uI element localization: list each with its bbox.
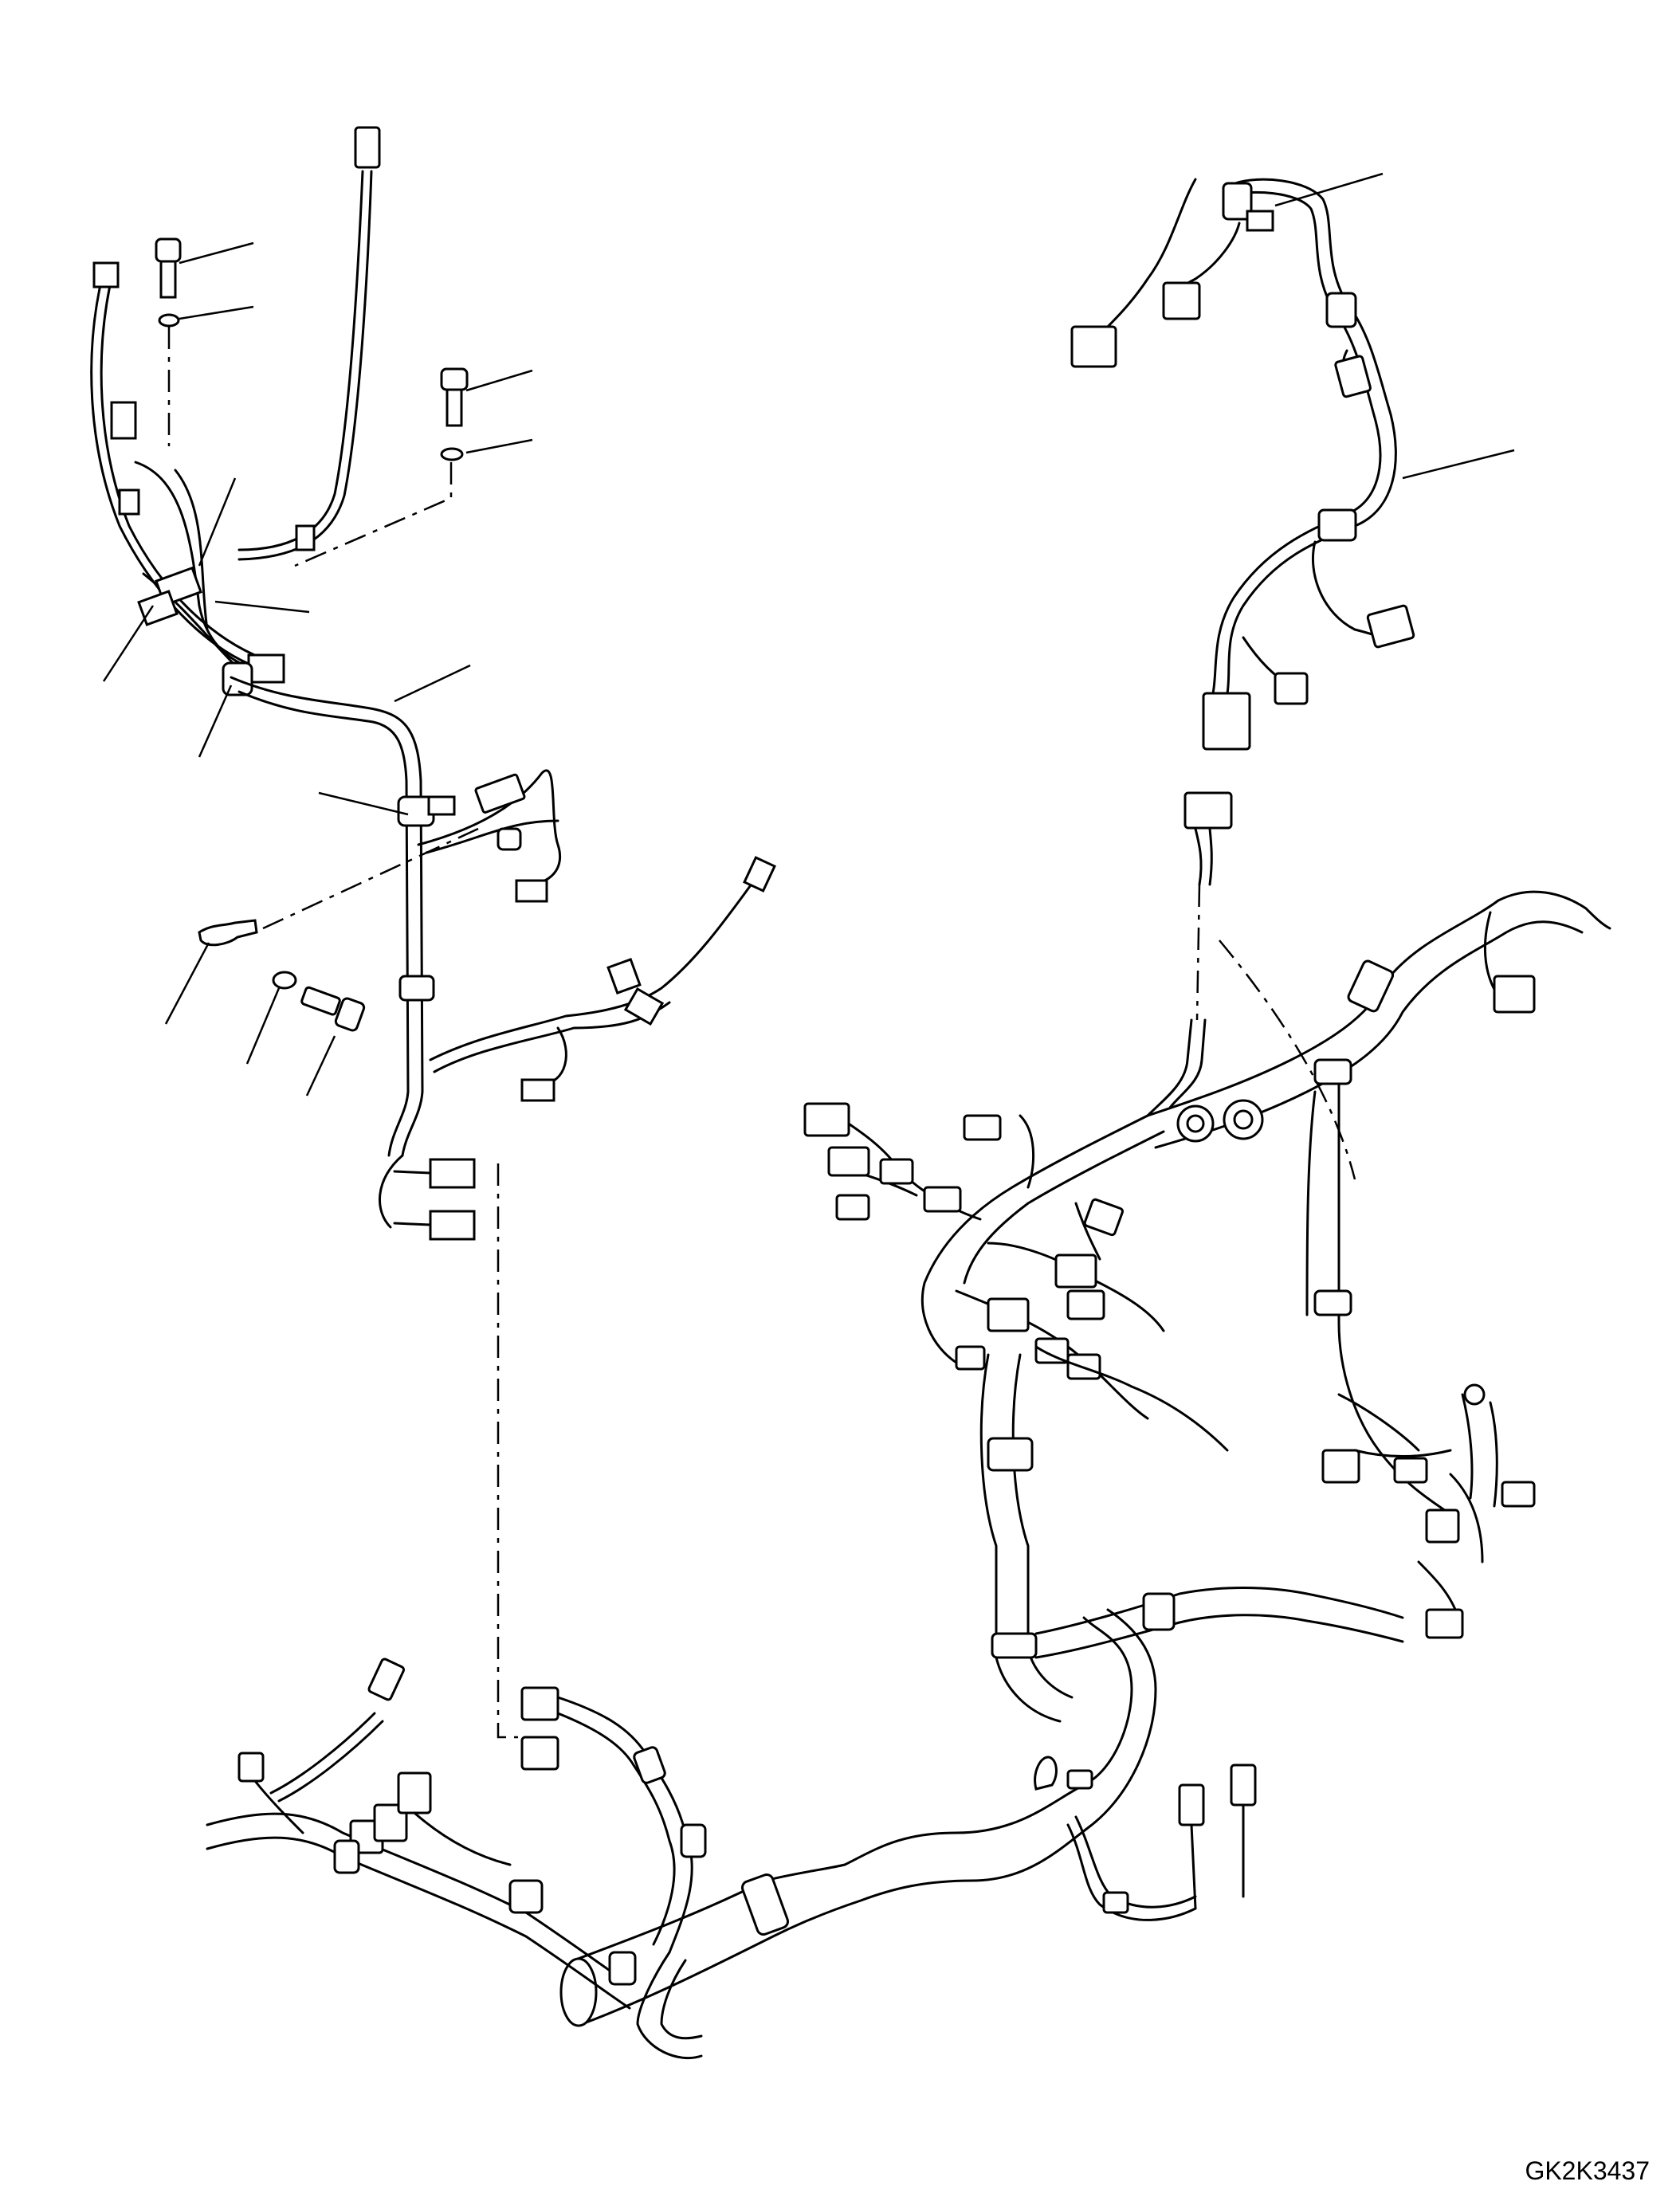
- lower-mid-band: [1142, 1592, 1176, 1631]
- trunk-tab: [427, 795, 456, 816]
- drawing-code: GK2K3437: [1525, 2156, 1650, 2185]
- mid-connector-b: [1066, 1289, 1105, 1320]
- branch-connector-b: [515, 879, 548, 903]
- lr-band-a: [1313, 1058, 1352, 1085]
- right-connector-a: [1070, 325, 1117, 368]
- stack-connector-c: [397, 1771, 432, 1814]
- bottom-left-lead-connector: [367, 1658, 406, 1701]
- cluster-connector-e: [963, 1114, 1002, 1141]
- cluster-connector-b: [827, 1146, 870, 1177]
- bolt-icon: [155, 237, 182, 263]
- fastener-set-a: [155, 237, 469, 567]
- pipe-band-b: [1066, 1769, 1093, 1790]
- cluster-connector-d: [879, 1158, 914, 1185]
- mating-line-left: [497, 1163, 518, 1739]
- lower-branch-end-connector: [743, 856, 776, 893]
- lower-right-harness: [803, 890, 1611, 1723]
- bottom-connector-a: [429, 1158, 476, 1189]
- leader-lines-left: [102, 241, 533, 1097]
- stack-band: [333, 1839, 360, 1874]
- ring-terminal-c: [1463, 1383, 1486, 1406]
- clamp-b: [137, 590, 179, 626]
- drop-clip: [1102, 1891, 1129, 1914]
- washer-icon: [158, 313, 180, 328]
- right-connector-c: [1334, 355, 1372, 398]
- cluster-connector-a: [803, 1102, 850, 1137]
- right-sub-connector-a: [1321, 1449, 1360, 1484]
- trunk-band-b: [398, 975, 435, 1002]
- mid-connector-c: [987, 1297, 1030, 1332]
- bottom-mate-connector-a: [520, 1686, 559, 1721]
- clamp-c: [247, 653, 285, 684]
- lower-branch-connector-c: [520, 1078, 555, 1102]
- bolt-shank: [446, 388, 463, 427]
- bolt-icon: [440, 367, 469, 391]
- upper-left-harness: [90, 126, 776, 1241]
- top-lead-connector: [354, 126, 381, 169]
- washer-icon: [272, 971, 297, 990]
- bolt-icon: [300, 986, 341, 1016]
- bolt-head: [334, 997, 366, 1032]
- branch-band: [497, 827, 522, 851]
- right-band-c: [1317, 508, 1357, 542]
- bottom-band-a: [508, 1879, 544, 1914]
- drop-connector-b: [1230, 1763, 1257, 1807]
- branch-connector-a: [474, 773, 526, 814]
- right-connector-d: [1366, 604, 1415, 649]
- bottom-left-connector-a: [237, 1752, 265, 1783]
- lower-branch-connector-a: [606, 957, 642, 995]
- cluster-connector-g: [1083, 1198, 1124, 1237]
- main-coupler-upper: [1202, 692, 1251, 751]
- cluster-connector-c: [835, 1194, 870, 1221]
- trunk-band-d: [991, 1632, 1038, 1659]
- drop-connector-a: [1178, 1783, 1205, 1826]
- right-sub-connector-c: [1425, 1608, 1464, 1639]
- lower-branch-connector-b: [623, 987, 665, 1026]
- mating-line-right: [1195, 884, 1201, 1021]
- right-connector-e: [1274, 672, 1309, 705]
- mid-connector-f: [955, 1345, 986, 1371]
- lr-band-c: [1313, 1289, 1352, 1316]
- mid-connector-a: [1054, 1253, 1097, 1289]
- washer-icon: [440, 447, 464, 461]
- right-sub-connector-e: [1501, 1481, 1536, 1508]
- bolt-shank: [159, 260, 177, 299]
- bottom-band-b: [608, 1951, 637, 1986]
- bottom-connector-b: [429, 1210, 476, 1241]
- bottom-harness: [206, 1608, 1257, 2060]
- cluster-connector-f: [923, 1186, 962, 1213]
- left-clip-a: [118, 488, 140, 516]
- leader-lines-right: [1274, 172, 1515, 480]
- right-band-a: [1222, 182, 1253, 221]
- bottom-band-d: [680, 1823, 707, 1858]
- left-lead-connector: [92, 261, 120, 288]
- right-connector-b: [1162, 281, 1201, 320]
- bottom-band-c: [633, 1746, 666, 1784]
- trunk-band-c: [987, 1437, 1034, 1472]
- bottom-ring-terminal: [1034, 1756, 1058, 1791]
- pipe-end-cap: [559, 1957, 598, 2027]
- right-sub-connector-d: [1425, 1508, 1460, 1544]
- pipe-band-a: [740, 1873, 790, 1936]
- stack-connector-b: [373, 1803, 408, 1842]
- right-sub-connector-b: [1393, 1457, 1428, 1484]
- ring-terminal-a-hole: [1186, 1114, 1205, 1133]
- bottom-mate-connector-b: [520, 1736, 559, 1771]
- ground-terminal-icon: [198, 919, 258, 947]
- main-coupler-lower: [1183, 791, 1233, 830]
- upper-right-harness: [1070, 178, 1415, 886]
- right-band-b: [1325, 292, 1357, 328]
- ring-terminal-b-hole: [1233, 1109, 1254, 1130]
- left-small-connector: [110, 401, 137, 440]
- lead-clip: [295, 524, 316, 551]
- fastener-set-b: [198, 827, 479, 1032]
- lr-connector-a: [1493, 975, 1536, 1014]
- lr-band-b: [1347, 959, 1395, 1013]
- right-tab: [1246, 210, 1274, 232]
- mid-connector-d: [1034, 1337, 1070, 1364]
